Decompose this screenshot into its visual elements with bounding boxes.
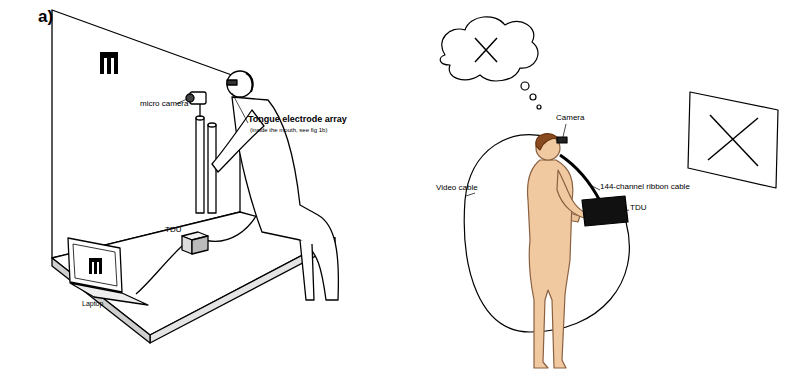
hair: [536, 134, 558, 150]
part-label: TDU: [165, 226, 181, 235]
camera-stand: [196, 118, 204, 213]
leader-line: [232, 93, 248, 123]
tdu-box: [182, 232, 208, 254]
symbol-gap: [104, 58, 107, 74]
part-label: Tongue electrode array: [248, 115, 347, 125]
ribbon-cable: [560, 155, 600, 201]
screen: [688, 92, 778, 188]
leader-line: [563, 124, 566, 137]
tdu-side: [192, 236, 208, 254]
stand-top: [208, 123, 216, 127]
leader-line: [624, 210, 629, 211]
head: [227, 71, 253, 97]
part-label: TDU: [630, 204, 646, 213]
leg: [300, 240, 314, 300]
table-front: [150, 238, 335, 343]
laptop-symbol: [89, 258, 102, 274]
thought-dot: [521, 82, 529, 90]
leader-line: [466, 193, 475, 196]
panel-label: a): [38, 8, 53, 27]
laptop-display: [73, 244, 117, 286]
part-label: micro camera: [140, 100, 188, 109]
tdu-front: [182, 236, 192, 254]
cable: [136, 246, 182, 294]
symbol-gap: [97, 262, 99, 274]
part-label: Camera: [556, 114, 584, 123]
chin-rest: [208, 125, 216, 213]
part-label: Video cable: [436, 184, 478, 193]
thought-dot: [530, 94, 536, 100]
standing-scene: [440, 17, 778, 368]
glasses: [227, 80, 237, 85]
thought-dot: [537, 105, 541, 109]
cross-mark: [475, 38, 497, 62]
tdu-box: [582, 196, 628, 226]
cross-mark: [475, 38, 497, 62]
cross-mark: [708, 118, 758, 160]
part-note: (inside the mouth, see fig 1b): [250, 127, 327, 134]
head-camera: [557, 137, 567, 143]
camera-mount: [199, 104, 200, 117]
thought-bubble: [440, 17, 538, 81]
desk-scene: [52, 10, 338, 343]
part-label: 144-channel ribbon cable: [600, 183, 690, 192]
table-side: [52, 258, 150, 343]
symbol-gap: [92, 262, 94, 274]
cross-mark: [710, 115, 758, 166]
symbol-block: [100, 52, 118, 74]
symbol-gap: [111, 58, 114, 74]
part-label: Laptop: [82, 300, 103, 308]
leader-line: [588, 184, 600, 190]
wall-symbol: [100, 52, 118, 74]
symbol-block: [89, 258, 102, 274]
hair: [246, 73, 252, 92]
